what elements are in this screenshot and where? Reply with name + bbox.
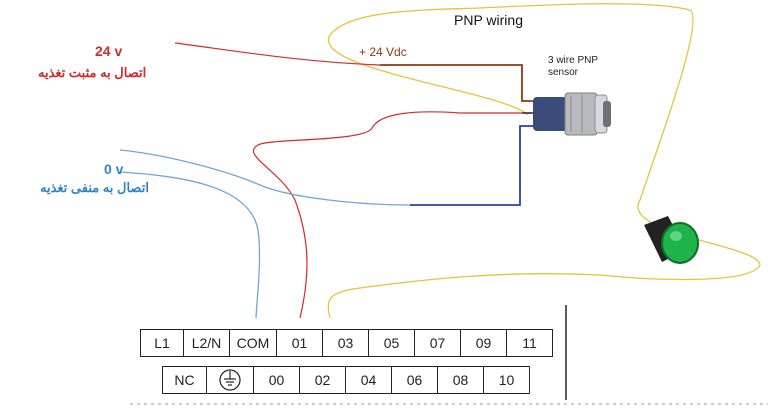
- supply-label: + 24 Vdc: [359, 45, 407, 59]
- terminal-00: 00: [253, 366, 300, 394]
- terminal-ground: [206, 366, 254, 394]
- negative-supply-wire: [119, 149, 411, 206]
- positive-supply-wire: [174, 42, 381, 66]
- sensor-label-line2: sensor: [548, 67, 579, 78]
- terminal-05: 05: [368, 329, 415, 357]
- terminal-04: 04: [345, 366, 392, 394]
- terminal-l2n: L2/N: [183, 329, 230, 357]
- diagram-title: PNP wiring: [454, 12, 523, 28]
- terminal-nc: NC: [162, 366, 207, 394]
- terminal-08: 08: [437, 366, 484, 394]
- com-wire: [119, 171, 261, 319]
- positive-voltage-label: 24 v: [95, 43, 123, 59]
- positive-caption: اتصال به مثبت تغذیه: [38, 65, 147, 80]
- terminal-11: 11: [506, 329, 553, 357]
- green-lamp-icon: [644, 216, 699, 264]
- terminal-l1: L1: [140, 329, 184, 357]
- sensor-blue-wire: [410, 125, 533, 206]
- sensor-label: 3 wire PNP sensor: [548, 55, 598, 79]
- proximity-sensor-icon: [533, 92, 611, 136]
- terminal-10: 10: [483, 366, 530, 394]
- load-wire: [327, 3, 761, 319]
- terminal-03: 03: [322, 329, 369, 357]
- supply-brown-wire: [380, 64, 533, 102]
- negative-caption: اتصال به منفی تغذیه: [40, 180, 149, 195]
- terminal-com: COM: [229, 329, 277, 357]
- terminal-06: 06: [391, 366, 438, 394]
- terminal-01: 01: [276, 329, 323, 357]
- negative-voltage-label: 0 v: [104, 161, 124, 177]
- ground-icon: [219, 369, 241, 391]
- sensor-output-wire: [252, 111, 533, 319]
- sensor-label-line1: 3 wire PNP: [548, 55, 599, 66]
- terminal-02: 02: [299, 366, 346, 394]
- terminal-07: 07: [414, 329, 461, 357]
- terminal-09: 09: [460, 329, 507, 357]
